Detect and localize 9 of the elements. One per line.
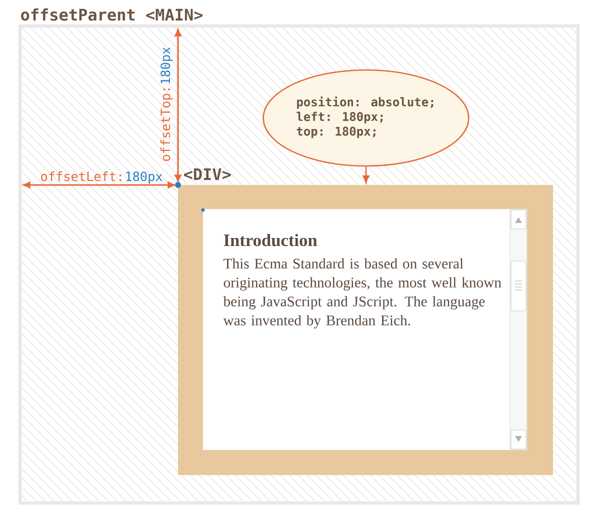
arrow [362,166,370,183]
dimension-value: 180px [126,172,162,184]
dimension-label: offsetLeft: [41,171,122,182]
section-heading: Introduction [224,234,318,246]
paragraph: This Ecma Standard is based on several originating technologies, the most well known being JavaScript and JScript. The language was invented by Brendan Eich. [223,258,502,328]
element-tag: <DIV> [184,168,231,180]
dimension-value: 180px [160,47,173,84]
heading: offsetParent <MAIN> [21,8,203,21]
dimension-label: offsetTop: [160,88,173,161]
